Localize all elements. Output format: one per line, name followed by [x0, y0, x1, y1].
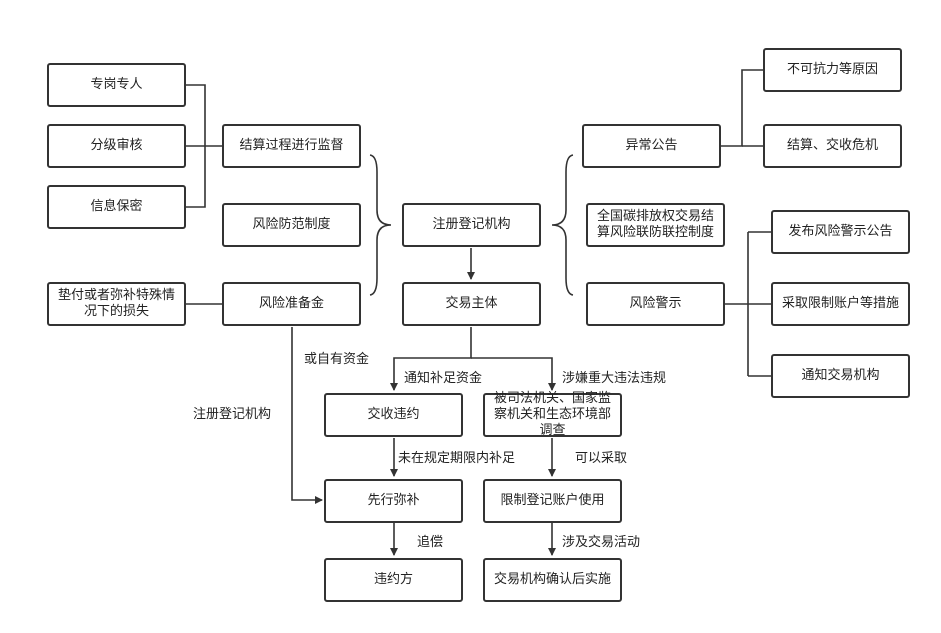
node-weiyue: 违约方: [324, 558, 463, 602]
node-buke: 不可抗力等原因: [763, 48, 902, 92]
label-tongzhi-buzu: 通知补足资金: [404, 371, 483, 386]
node-jingshi: 风险警示: [586, 282, 725, 326]
node-jiesuan-weiji: 结算、交收危机: [763, 124, 902, 168]
node-sifa-text: 被司法机关、国家监察机关和生态环境部调查: [493, 391, 611, 438]
node-caiqu: 采取限制账户等措施: [771, 282, 910, 326]
label-zhuichang: 追偿: [417, 535, 444, 550]
node-fenji-text: 分级审核: [90, 138, 143, 153]
node-jiesuan-jiandu: 结算过程进行监督: [222, 124, 361, 168]
node-yichang-text: 异常公告: [625, 138, 678, 153]
node-zhunbeijin-text: 风险准备金: [258, 296, 324, 311]
node-tongzhi: 通知交易机构: [771, 354, 910, 398]
node-dianfu: 垫付或者弥补特殊情况下的损失: [47, 282, 186, 326]
node-zhuangang: 专岗专人: [47, 63, 186, 107]
node-dianfu-text: 垫付或者弥补特殊情况下的损失: [57, 288, 175, 319]
node-jiaoshou-text: 交收违约: [367, 407, 420, 422]
node-sifa: 被司法机关、国家监察机关和生态环境部调查: [483, 391, 622, 438]
node-queren: 交易机构确认后实施: [483, 558, 622, 602]
label-weizai: 未在规定期限内补足: [398, 451, 516, 466]
node-queren-text: 交易机构确认后实施: [493, 572, 611, 587]
node-zhuangang-text: 专岗专人: [90, 77, 143, 92]
node-xianzhi-text: 限制登记账户使用: [500, 493, 605, 508]
node-yichang: 异常公告: [582, 124, 721, 168]
node-jiesuan-weiji-text: 结算、交收危机: [786, 138, 878, 153]
node-xianzhi: 限制登记账户使用: [483, 479, 622, 523]
node-caiqu-text: 采取限制账户等措施: [781, 296, 899, 311]
node-zhuce: 注册登记机构: [402, 203, 541, 247]
label-keyi: 可以采取: [575, 451, 628, 466]
node-xianxing: 先行弥补: [324, 479, 463, 523]
node-jiesuan-jiandu-text: 结算过程进行监督: [239, 138, 344, 153]
node-jiaoshou: 交收违约: [324, 393, 463, 437]
label-zhuce-side: 注册登记机构: [193, 407, 272, 422]
node-xianxing-text: 先行弥补: [367, 493, 420, 508]
node-fabu: 发布风险警示公告: [771, 210, 910, 254]
node-quanguo: 全国碳排放权交易结算风险联防联控制度: [586, 203, 725, 247]
node-jiaoyi-zhuti: 交易主体: [402, 282, 541, 326]
label-sheji: 涉及交易活动: [562, 535, 641, 550]
node-zhuce-text: 注册登记机构: [432, 217, 511, 232]
node-xinxi-text: 信息保密: [90, 199, 143, 214]
node-tongzhi-text: 通知交易机构: [801, 368, 880, 383]
node-buke-text: 不可抗力等原因: [786, 62, 878, 77]
node-fabu-text: 发布风险警示公告: [788, 224, 893, 239]
node-fenji: 分级审核: [47, 124, 186, 168]
node-quanguo-text: 全国碳排放权交易结算风险联防联控制度: [596, 209, 714, 240]
node-jingshi-text: 风险警示: [629, 296, 682, 311]
node-fengxian-fangfan: 风险防范制度: [222, 203, 361, 247]
node-fengxian-fangfan-text: 风险防范制度: [252, 217, 331, 232]
node-jiaoyi-zhuti-text: 交易主体: [445, 296, 498, 311]
node-weiyue-text: 违约方: [373, 572, 413, 587]
label-shexian: 涉嫌重大违法违规: [562, 371, 667, 386]
node-zhunbeijin: 风险准备金: [222, 282, 361, 326]
label-huo-ziyou: 或自有资金: [304, 352, 370, 367]
node-xinxi: 信息保密: [47, 185, 186, 229]
